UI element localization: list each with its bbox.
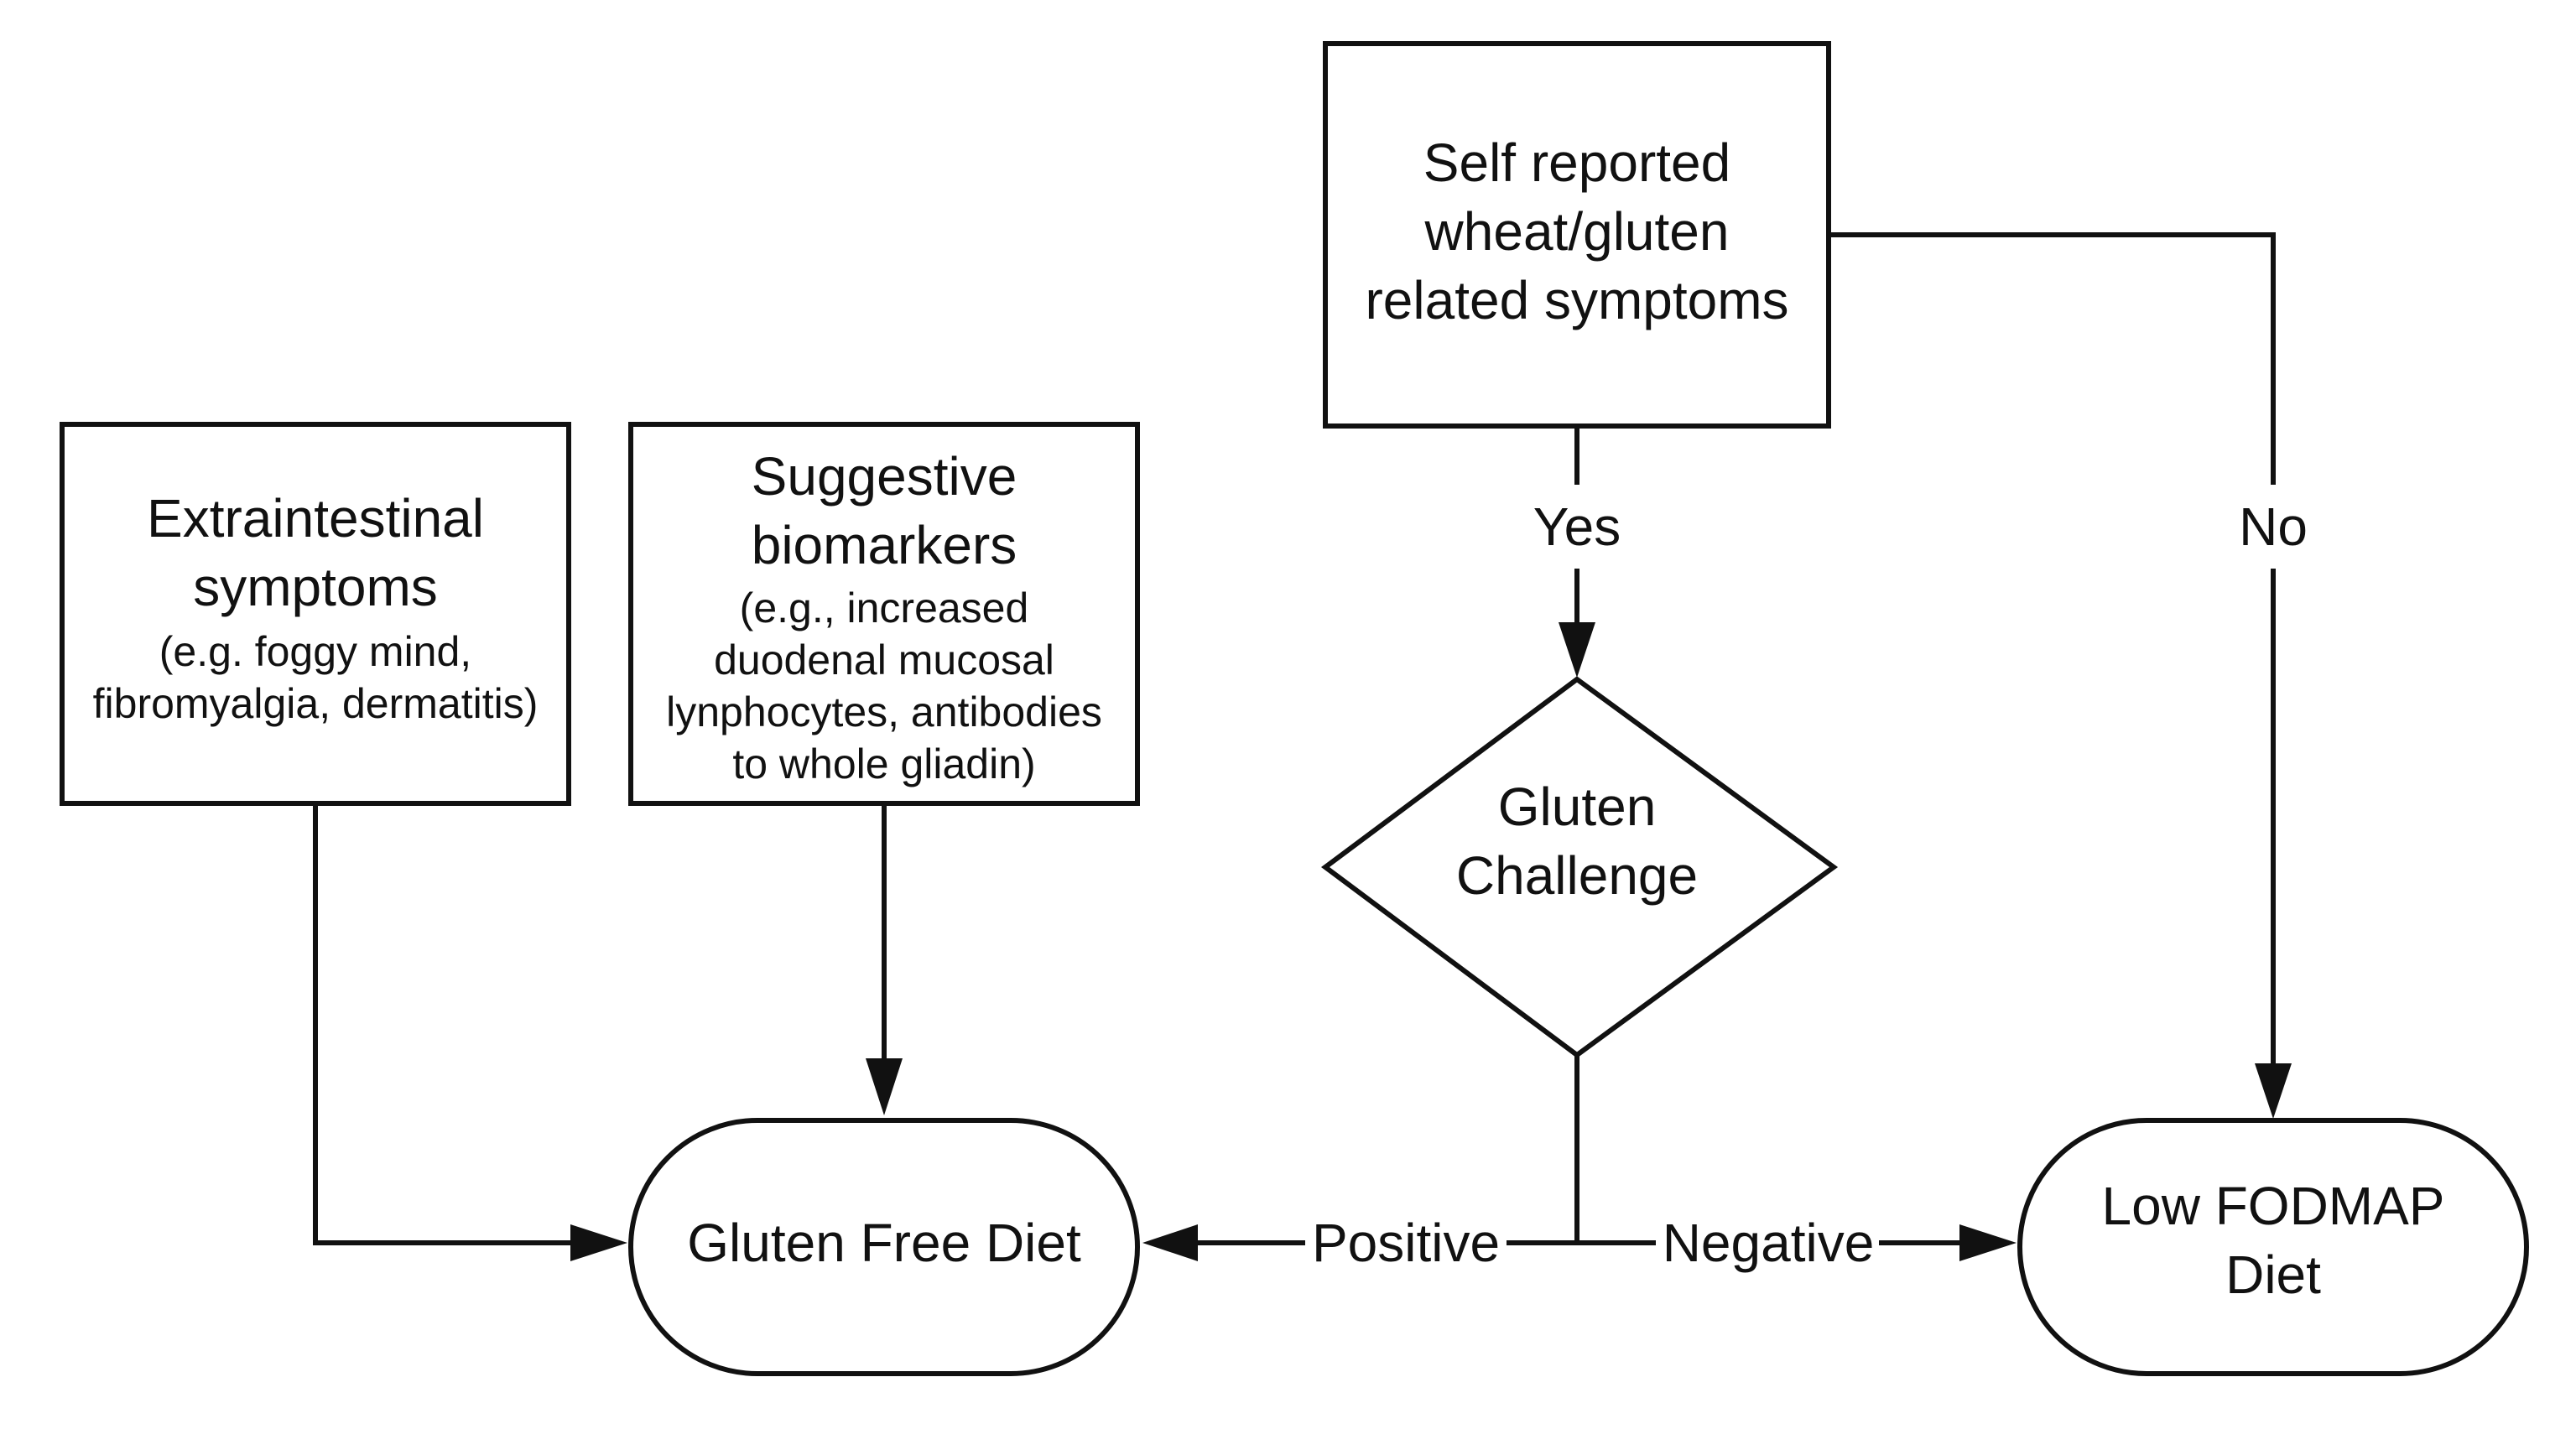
arrowhead-bio-to-gfd	[866, 1058, 903, 1115]
node-biomarkers: Suggestive biomarkers (e.g., increased d…	[628, 422, 1140, 806]
label-yes: Yes	[1533, 496, 1621, 557]
gluten-free-diet-label: Gluten Free Diet	[687, 1213, 1081, 1273]
biomarkers-detail-3: lynphocytes, antibodies	[666, 689, 1102, 735]
node-gluten-challenge: Gluten Challenge	[1320, 676, 1839, 1058]
extraintestinal-detail-2: fibromyalgia, dermatitis)	[93, 680, 539, 727]
arrowhead-to-fodmap	[2255, 1063, 2292, 1119]
gluten-challenge-line-1: Gluten	[1498, 777, 1657, 837]
low-fodmap-line-2: Diet	[2225, 1245, 2321, 1305]
label-negative: Negative	[1663, 1213, 1875, 1273]
low-fodmap-line-1: Low FODMAP	[2102, 1176, 2445, 1236]
biomarkers-title-1: Suggestive	[752, 446, 1017, 507]
arrowhead-extra-to-gfd	[570, 1224, 627, 1261]
biomarkers-detail-1: (e.g., increased	[740, 585, 1029, 631]
self-reported-line-2: wheat/gluten	[1424, 201, 1730, 262]
arrowhead-to-gfd	[1142, 1224, 1198, 1261]
node-self-reported: Self reported wheat/gluten related sympt…	[1323, 41, 1831, 429]
node-low-fodmap-diet: Low FODMAP Diet	[2017, 1118, 2529, 1376]
biomarkers-detail-4: to whole gliadin)	[732, 740, 1035, 787]
label-positive: Positive	[1312, 1213, 1500, 1273]
self-reported-line-3: related symptoms	[1365, 270, 1788, 330]
node-gluten-free-diet: Gluten Free Diet	[628, 1118, 1140, 1376]
extraintestinal-title-1: Extraintestinal	[147, 488, 484, 548]
arrowhead-to-challenge	[1559, 622, 1595, 678]
biomarkers-detail-2: duodenal mucosal	[714, 637, 1054, 683]
biomarkers-title-2: biomarkers	[752, 515, 1017, 575]
edge-extraintestinal	[313, 803, 587, 1245]
extraintestinal-title-2: symptoms	[193, 557, 438, 617]
edge-labels: Yes No Positive Negative	[1305, 485, 2332, 1278]
arrowhead-to-fodmap-neg	[1959, 1224, 2017, 1261]
node-extraintestinal: Extraintestinal symptoms (e.g. foggy min…	[60, 422, 571, 806]
self-reported-line-1: Self reported	[1423, 133, 1730, 193]
connectors	[313, 232, 2292, 1261]
extraintestinal-detail-1: (e.g. foggy mind,	[159, 628, 471, 675]
gluten-challenge-line-2: Challenge	[1456, 845, 1698, 906]
edge-no	[1829, 232, 2276, 1082]
label-no: No	[2239, 496, 2308, 557]
